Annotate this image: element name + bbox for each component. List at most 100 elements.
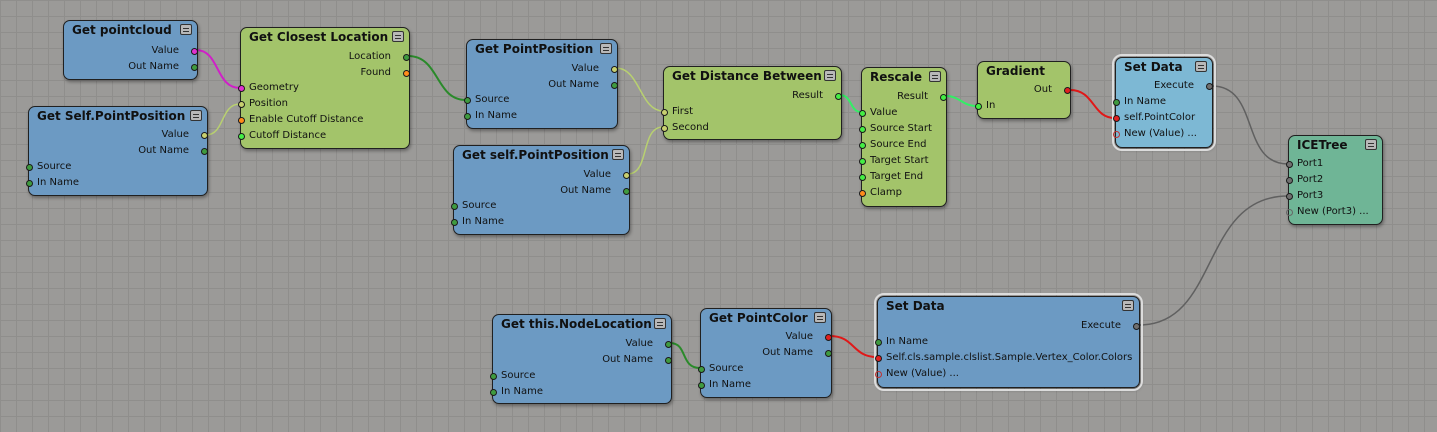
input-port-second[interactable] <box>661 125 668 132</box>
node-menu-icon[interactable] <box>654 318 666 329</box>
node-menu-icon[interactable] <box>1122 300 1134 311</box>
node-get-self-pointposition[interactable]: Get Self.PointPosition Value Out Name So… <box>26 106 208 196</box>
output-port-result[interactable] <box>940 94 947 101</box>
node-menu-icon[interactable] <box>814 312 826 323</box>
input-port-value[interactable] <box>859 110 866 117</box>
input-port-new-value[interactable] <box>875 371 882 378</box>
node-menu-icon[interactable] <box>190 110 202 121</box>
wire-pointcolor-to-colors[interactable] <box>829 335 878 358</box>
output-port-out-name[interactable] <box>825 350 832 357</box>
output-port-value[interactable] <box>623 172 630 179</box>
input-port-source-start[interactable] <box>859 126 866 133</box>
input-port-in-name[interactable] <box>875 339 882 346</box>
node-menu-icon[interactable] <box>392 31 404 42</box>
input-port-target-end[interactable] <box>859 174 866 181</box>
wire-selfpos-to-position[interactable] <box>205 103 241 136</box>
output-port-value[interactable] <box>665 341 672 348</box>
node-title: Get this.NodeLocation <box>501 317 652 331</box>
output-port-out-name[interactable] <box>623 188 630 195</box>
wire-execute-to-port1[interactable] <box>1211 85 1289 165</box>
input-port-port1[interactable] <box>1286 161 1293 168</box>
output-port-out-name[interactable] <box>201 148 208 155</box>
node-get-distance-between[interactable]: Get Distance Between Result First Second <box>661 66 842 140</box>
node-menu-icon[interactable] <box>1365 139 1377 150</box>
port-label-source: Source <box>709 363 744 374</box>
input-port-position[interactable] <box>238 101 245 108</box>
input-port-point-color[interactable] <box>1113 115 1120 122</box>
input-port-source[interactable] <box>451 203 458 210</box>
input-port-geometry[interactable] <box>238 85 245 92</box>
node-icetree[interactable]: ICETree Port1 Port2 Port3 New (Port3) ..… <box>1286 135 1383 225</box>
wire-rescale-to-gradient[interactable] <box>945 95 978 107</box>
port-label-port1: Port1 <box>1297 158 1324 169</box>
node-menu-icon[interactable] <box>824 70 836 81</box>
wire-gradient-to-pointcolor[interactable] <box>1069 89 1116 119</box>
output-port-out-name[interactable] <box>665 357 672 364</box>
wire-pointposition-to-first[interactable] <box>615 67 664 112</box>
port-label-clamp: Clamp <box>870 187 902 198</box>
wire-location-to-source[interactable] <box>407 55 467 101</box>
input-port-in-name[interactable] <box>698 382 705 389</box>
node-gradient[interactable]: Gradient Out In <box>975 61 1071 119</box>
input-port-target-start[interactable] <box>859 158 866 165</box>
output-port-found[interactable] <box>403 70 410 77</box>
node-title: Rescale <box>870 70 922 84</box>
output-port-execute[interactable] <box>1206 83 1213 90</box>
input-port-in-name[interactable] <box>490 389 497 396</box>
input-port-source-end[interactable] <box>859 142 866 149</box>
input-port-in-name[interactable] <box>451 219 458 226</box>
input-port-in-name[interactable] <box>26 180 33 187</box>
node-get-this-nodelocation[interactable]: Get this.NodeLocation Value Out Name Sou… <box>490 314 672 404</box>
output-port-out-name[interactable] <box>191 64 198 71</box>
input-port-source[interactable] <box>698 366 705 373</box>
node-get-pointposition[interactable]: Get PointPosition Value Out Name Source … <box>464 39 618 129</box>
output-port-location[interactable] <box>403 54 410 61</box>
node-get-closest-location[interactable]: Get Closest Location Location Found Geom… <box>238 27 410 149</box>
wire-nodelocation-to-source[interactable] <box>669 342 701 369</box>
wire-execute2-to-port3[interactable] <box>1138 195 1289 326</box>
output-port-value[interactable] <box>611 66 618 73</box>
input-port-in-name[interactable] <box>464 113 471 120</box>
input-port-in-name[interactable] <box>1113 99 1120 106</box>
node-menu-icon[interactable] <box>180 24 192 35</box>
input-port-source[interactable] <box>464 97 471 104</box>
node-title: Get Self.PointPosition <box>37 109 186 123</box>
output-port-out[interactable] <box>1064 87 1071 94</box>
port-label-value: Value <box>583 169 611 180</box>
node-menu-icon[interactable] <box>600 43 612 54</box>
node-menu-icon[interactable] <box>612 149 624 160</box>
node-rescale[interactable]: Rescale Result Value Source Start Source… <box>859 67 947 207</box>
port-label-out-name: Out Name <box>602 354 653 365</box>
node-set-data-vertex-colors[interactable]: Set Data Execute In Name Self.cls.sample… <box>874 293 1143 391</box>
input-port-port2[interactable] <box>1286 177 1293 184</box>
node-get-self-pointposition-2[interactable]: Get self.PointPosition Value Out Name So… <box>451 145 630 235</box>
input-port-new-port3[interactable] <box>1286 209 1293 216</box>
input-port-new-value[interactable] <box>1113 131 1120 138</box>
node-menu-icon[interactable] <box>1195 61 1207 72</box>
input-port-enable-cutoff[interactable] <box>238 117 245 124</box>
wire-pointcloud-to-geometry[interactable] <box>195 49 241 89</box>
input-port-cutoff-distance[interactable] <box>238 133 245 140</box>
node-title: Get PointColor <box>709 311 808 325</box>
output-port-execute[interactable] <box>1133 323 1140 330</box>
node-menu-icon[interactable] <box>929 71 941 82</box>
input-port-clamp[interactable] <box>859 190 866 197</box>
node-set-data-point-color[interactable]: Set Data Execute In Name self.PointColor… <box>1112 54 1216 151</box>
wire-selfpointposition-to-second[interactable] <box>627 126 664 175</box>
output-port-value[interactable] <box>201 132 208 139</box>
output-port-result[interactable] <box>835 93 842 100</box>
input-port-in[interactable] <box>975 103 982 110</box>
input-port-source[interactable] <box>490 373 497 380</box>
input-port-vertex-colors[interactable] <box>875 355 882 362</box>
input-port-port3[interactable] <box>1286 193 1293 200</box>
input-port-first[interactable] <box>661 109 668 116</box>
output-port-value[interactable] <box>825 334 832 341</box>
port-label-new-value: New (Value) ... <box>1124 128 1197 139</box>
output-port-value[interactable] <box>191 48 198 55</box>
node-get-pointcloud[interactable]: Get pointcloud Value Out Name <box>63 20 198 80</box>
node-get-pointcolor[interactable]: Get PointColor Value Out Name Source In … <box>698 308 832 398</box>
wire-distance-to-value[interactable] <box>839 94 862 113</box>
input-port-source[interactable] <box>26 164 33 171</box>
output-port-out-name[interactable] <box>611 82 618 89</box>
port-label-cutoff-distance: Cutoff Distance <box>249 130 327 141</box>
